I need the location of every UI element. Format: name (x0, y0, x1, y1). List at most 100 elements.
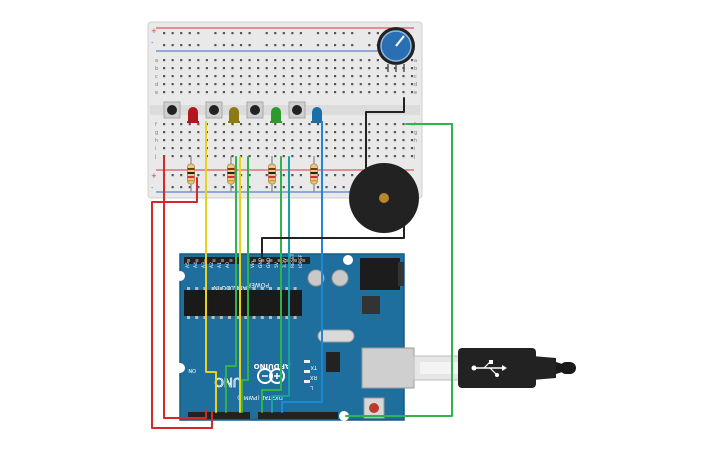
rail-hole[interactable] (282, 186, 285, 189)
digital-header-low[interactable] (188, 412, 250, 419)
breadboard-hole[interactable] (231, 83, 234, 86)
breadboard-hole[interactable] (368, 139, 371, 142)
breadboard-hole[interactable] (274, 147, 277, 150)
breadboard-hole[interactable] (299, 75, 302, 78)
rail-hole[interactable] (274, 186, 277, 189)
breadboard-hole[interactable] (385, 155, 388, 158)
breadboard-hole[interactable] (299, 123, 302, 126)
breadboard-hole[interactable] (239, 123, 243, 126)
pushbutton-1[interactable] (163, 101, 181, 119)
rail-hole[interactable] (222, 186, 226, 189)
breadboard-hole[interactable] (376, 147, 379, 150)
breadboard-hole[interactable] (325, 59, 328, 62)
breadboard-hole[interactable] (316, 131, 320, 134)
breadboard-hole[interactable] (393, 147, 397, 150)
breadboard-hole[interactable] (163, 91, 166, 94)
breadboard-hole[interactable] (299, 155, 302, 158)
rail-hole[interactable] (171, 186, 174, 189)
breadboard-hole[interactable] (257, 67, 260, 70)
rail-hole[interactable] (239, 186, 243, 189)
breadboard-hole[interactable] (351, 139, 354, 142)
breadboard-hole[interactable] (299, 59, 302, 62)
breadboard-hole[interactable] (359, 131, 362, 134)
breadboard-hole[interactable] (171, 139, 174, 142)
analog-header[interactable] (184, 257, 240, 264)
breadboard-hole[interactable] (334, 155, 337, 158)
breadboard-hole[interactable] (359, 75, 362, 78)
breadboard-hole[interactable] (171, 67, 174, 70)
breadboard-hole[interactable] (197, 83, 200, 86)
breadboard-hole[interactable] (197, 75, 200, 78)
breadboard-hole[interactable] (222, 91, 226, 94)
rail-hole[interactable] (171, 44, 174, 47)
breadboard-hole[interactable] (265, 147, 268, 150)
breadboard-hole[interactable] (171, 91, 174, 94)
rail-hole[interactable] (299, 32, 302, 35)
breadboard-hole[interactable] (257, 155, 260, 158)
breadboard-hole[interactable] (188, 139, 191, 142)
breadboard-hole[interactable] (197, 123, 200, 126)
breadboard-hole[interactable] (351, 131, 354, 134)
breadboard-hole[interactable] (308, 83, 311, 86)
breadboard-hole[interactable] (222, 147, 226, 150)
breadboard-hole[interactable] (291, 91, 294, 94)
breadboard-hole[interactable] (248, 155, 251, 158)
breadboard-hole[interactable] (351, 67, 354, 70)
rail-hole[interactable] (351, 44, 354, 47)
rail-hole[interactable] (197, 174, 200, 177)
breadboard-hole[interactable] (180, 123, 183, 126)
breadboard-hole[interactable] (316, 123, 320, 126)
breadboard-hole[interactable] (222, 83, 226, 86)
rail-hole[interactable] (188, 44, 191, 47)
breadboard-hole[interactable] (334, 139, 337, 142)
wire-yellow-1[interactable] (205, 121, 217, 413)
breadboard-hole[interactable] (299, 139, 302, 142)
rail-hole[interactable] (239, 44, 243, 47)
breadboard-hole[interactable] (282, 59, 285, 62)
breadboard-hole[interactable] (274, 131, 277, 134)
wire-red-2[interactable] (151, 177, 213, 429)
breadboard-hole[interactable] (163, 75, 166, 78)
breadboard-hole[interactable] (376, 91, 379, 94)
breadboard-hole[interactable] (334, 67, 337, 70)
breadboard-hole[interactable] (342, 67, 345, 70)
breadboard-hole[interactable] (214, 91, 217, 94)
breadboard-hole[interactable] (291, 147, 294, 150)
breadboard-hole[interactable] (385, 67, 388, 70)
rail-hole[interactable] (180, 32, 183, 35)
wire-blue-1[interactable] (281, 121, 323, 413)
rail-hole[interactable] (239, 174, 243, 177)
breadboard-hole[interactable] (368, 131, 371, 134)
breadboard-hole[interactable] (385, 131, 388, 134)
breadboard-hole[interactable] (342, 91, 345, 94)
breadboard-hole[interactable] (257, 131, 260, 134)
rail-hole[interactable] (180, 186, 183, 189)
breadboard-hole[interactable] (188, 59, 191, 62)
wire-green-1[interactable] (225, 156, 237, 413)
breadboard-hole[interactable] (282, 91, 285, 94)
breadboard-hole[interactable] (214, 139, 217, 142)
rail-hole[interactable] (248, 44, 251, 47)
rail-hole[interactable] (214, 174, 217, 177)
breadboard-hole[interactable] (180, 91, 183, 94)
breadboard-hole[interactable] (222, 131, 226, 134)
breadboard-hole[interactable] (308, 155, 311, 158)
breadboard-hole[interactable] (359, 91, 362, 94)
breadboard-hole[interactable] (248, 123, 251, 126)
breadboard-hole[interactable] (282, 147, 285, 150)
breadboard-hole[interactable] (410, 139, 414, 142)
wire-black-2[interactable] (261, 221, 405, 259)
breadboard-hole[interactable] (257, 123, 260, 126)
breadboard-hole[interactable] (265, 59, 268, 62)
breadboard-hole[interactable] (163, 59, 166, 62)
breadboard-hole[interactable] (410, 155, 414, 158)
wire-black-1[interactable] (365, 97, 405, 171)
breadboard-hole[interactable] (393, 83, 397, 86)
breadboard-hole[interactable] (188, 67, 191, 70)
breadboard-hole[interactable] (325, 67, 328, 70)
breadboard-hole[interactable] (385, 83, 388, 86)
breadboard-hole[interactable] (410, 59, 414, 62)
breadboard-hole[interactable] (282, 123, 285, 126)
breadboard-hole[interactable] (257, 75, 260, 78)
breadboard-hole[interactable] (248, 91, 251, 94)
